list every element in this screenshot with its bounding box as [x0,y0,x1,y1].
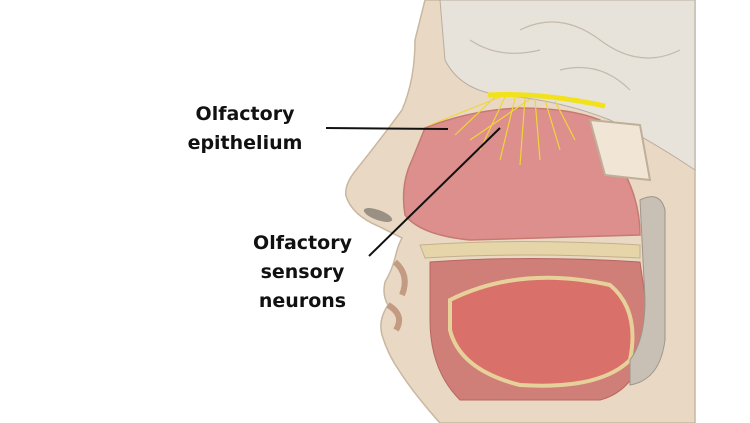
olfactory-bulb [487,91,606,109]
hard-palate [419,241,641,259]
tongue [448,275,635,388]
neurons-label-line-1: Olfactory [253,232,352,254]
sinus [588,118,652,182]
epithelium-leader-line [325,127,449,130]
epithelium-label-line-1: Olfactory [195,103,295,125]
neurons-leader-line [368,127,501,257]
olfactory-nerves [429,91,606,166]
nostril [363,208,393,222]
lips [386,259,408,332]
nasal-cavity [402,107,641,241]
neurons-label: Olfactory sensory neurons [240,229,365,316]
neurons-label-line-2: sensory [260,261,345,283]
brain-folds [469,21,681,91]
epithelium-label: Olfactory epithelium [180,100,310,158]
neurons-label-line-3: neurons [258,290,347,312]
head-section [344,0,696,423]
nerve-fibers [429,96,576,166]
pharynx [629,196,666,386]
epithelium-label-line-2: epithelium [187,132,303,154]
